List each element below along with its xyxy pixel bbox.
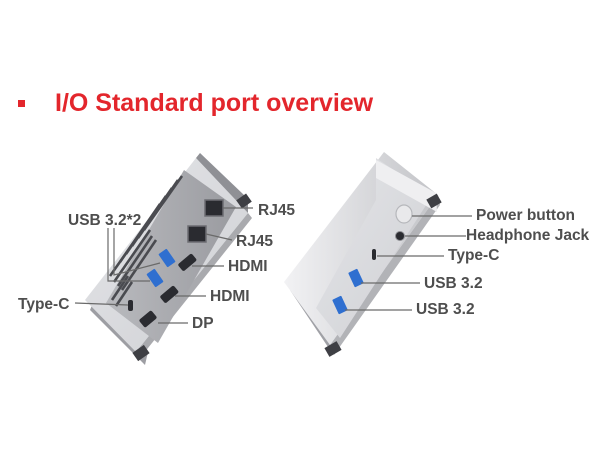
label-power-button: Power button (476, 207, 576, 224)
label-hdmi-top: HDMI (228, 258, 268, 275)
rj45-port (187, 225, 207, 243)
label-hdmi-bottom: HDMI (210, 288, 250, 305)
headphone-jack-icon (395, 231, 405, 241)
front-device-panel (316, 158, 432, 338)
label-rj45-top: RJ45 (258, 202, 296, 219)
dp-port (139, 310, 157, 328)
label-type-c-rear: Type-C (18, 296, 70, 313)
label-rj45-bottom: RJ45 (236, 233, 274, 250)
power-button-icon (395, 204, 413, 224)
square-bullet-icon (18, 99, 25, 107)
usb-port (348, 268, 364, 288)
hdmi-port (160, 285, 179, 303)
label-usb-3-2-top: USB 3.2 (424, 275, 483, 292)
rear-device (85, 153, 252, 365)
label-type-c-front: Type-C (448, 247, 500, 264)
page-title: I/O Standard port overview (55, 88, 374, 117)
type-c-port (128, 300, 133, 311)
front-foot (426, 193, 442, 209)
front-leader-lines (345, 215, 472, 311)
label-dp: DP (192, 315, 214, 332)
label-usb-3-2-x2: USB 3.2*2 (68, 212, 142, 229)
type-c-port (372, 249, 376, 260)
label-usb-3-2-bottom: USB 3.2 (416, 301, 475, 318)
rear-foot (236, 193, 252, 209)
heading-row: I/O Standard port overview (18, 88, 373, 118)
front-device (284, 152, 442, 357)
rj45-port (204, 199, 224, 217)
front-foot (324, 341, 342, 357)
hdmi-port (178, 253, 197, 271)
usb-port (158, 248, 176, 268)
rear-leader-lines (74, 207, 253, 324)
usb-port (146, 268, 164, 288)
usb-port (332, 295, 348, 315)
label-headphone-jack: Headphone Jack (466, 227, 590, 244)
rear-foot (132, 344, 150, 362)
